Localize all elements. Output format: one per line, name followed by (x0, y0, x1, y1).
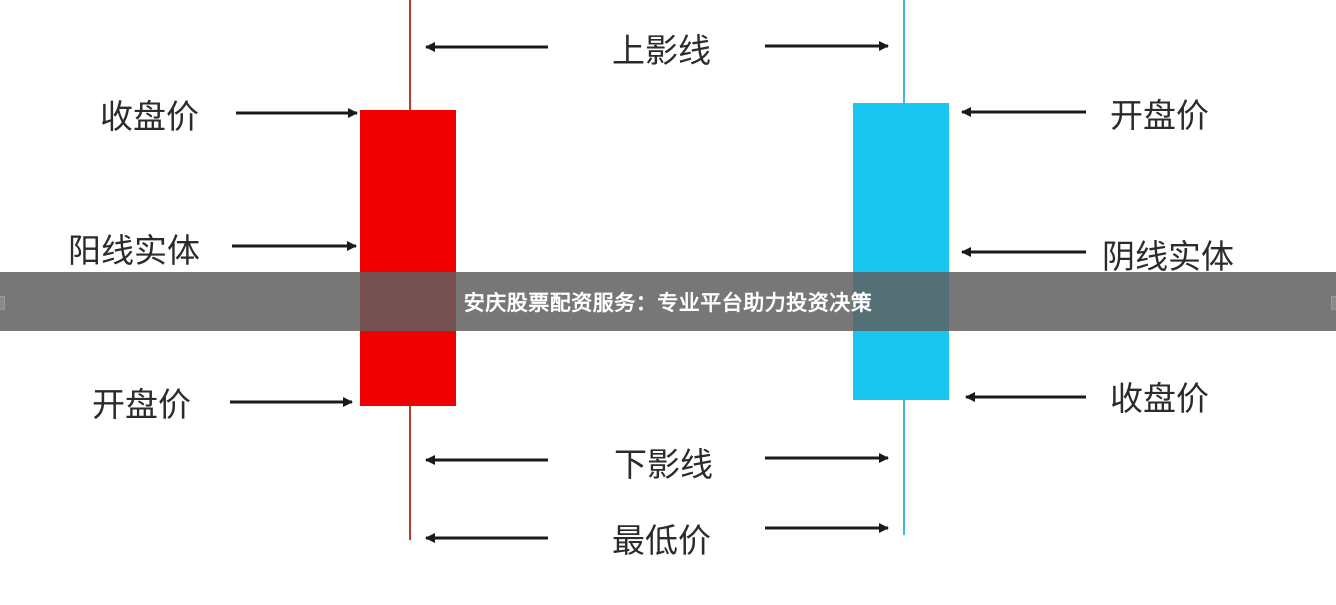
bullish-body-label: 阳线实体 (68, 231, 200, 270)
lower-shadow-label: 下影线 (614, 445, 713, 484)
bearish-body (853, 103, 949, 400)
next-slide-button[interactable] (1331, 296, 1336, 310)
previous-slide-button[interactable] (0, 296, 5, 310)
bullish-body (360, 110, 456, 406)
title-banner: 安庆股票配资服务：专业平台助力投资决策 (0, 272, 1336, 331)
bearish-close-label: 收盘价 (1110, 379, 1209, 418)
bearish-open-label: 开盘价 (1110, 96, 1209, 135)
bearish-body-label: 阴线实体 (1102, 237, 1234, 276)
bullish-close-label: 收盘价 (100, 97, 199, 136)
lowest-price-label: 最低价 (612, 521, 711, 560)
upper-shadow-label: 上影线 (612, 31, 711, 70)
banner-title: 安庆股票配资服务：专业平台助力投资决策 (463, 290, 873, 315)
bullish-open-label: 开盘价 (92, 385, 191, 424)
